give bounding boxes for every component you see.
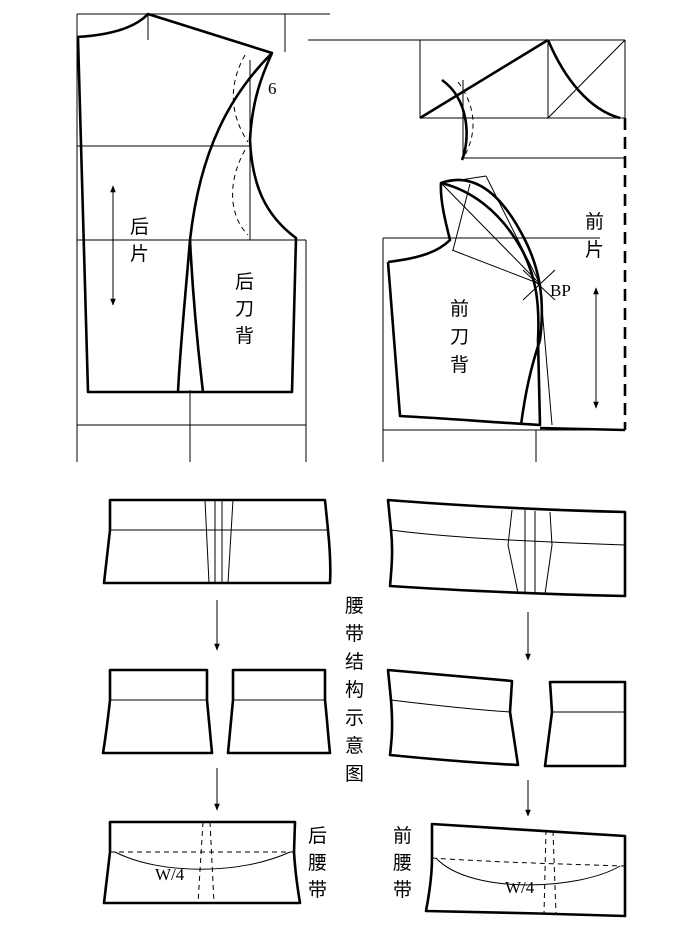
front-side-panel-label-3: 背 [450, 354, 469, 376]
front-waistband-final [424, 822, 627, 918]
title-char-6: 意 [345, 735, 364, 757]
front-waistband-step-2 [386, 668, 627, 768]
title-char-3: 结 [345, 651, 364, 673]
back-waistband-final [102, 820, 302, 905]
title-char-4: 构 [345, 679, 364, 701]
waistband-title: 腰 带 结 构 示 意 图 [345, 595, 364, 785]
title-char-2: 带 [345, 623, 364, 645]
front-waistband-step-1 [386, 498, 627, 598]
title-char-5: 示 [345, 707, 364, 729]
back-waistband-step-1 [102, 498, 332, 585]
front-w4-label: W/4 [505, 878, 535, 897]
back-side-panel-label-2: 刀 [235, 298, 254, 320]
back-waistband-step-2 [101, 668, 332, 755]
front-piece-label-1: 前 [585, 211, 604, 233]
back-piece-label-2: 片 [130, 243, 149, 265]
measure-6-label: 6 [268, 79, 277, 98]
front-waistband-label-3: 带 [393, 879, 412, 901]
title-char-1: 腰 [345, 595, 364, 617]
back-w4-label: W/4 [155, 865, 185, 884]
front-side-panel-label-2: 刀 [450, 326, 469, 348]
back-piece-label-1: 后 [130, 216, 149, 238]
back-side-panel-label-3: 背 [235, 325, 254, 347]
back-waistband-label-1: 后 [308, 825, 327, 847]
back-waistband-label-2: 腰 [308, 852, 327, 874]
front-waistband-label-1: 前 [393, 825, 412, 847]
title-char-7: 图 [345, 763, 364, 785]
back-bodice-draft [76, 12, 330, 462]
back-waistband-label-3: 带 [308, 879, 327, 901]
front-bodice-draft [308, 38, 627, 462]
bust-point-label: BP [550, 281, 571, 300]
back-side-panel-label-1: 后 [235, 271, 254, 293]
front-side-panel-label-1: 前 [450, 298, 469, 320]
front-waistband-label-2: 腰 [393, 852, 412, 874]
front-piece-label-2: 片 [585, 239, 604, 261]
